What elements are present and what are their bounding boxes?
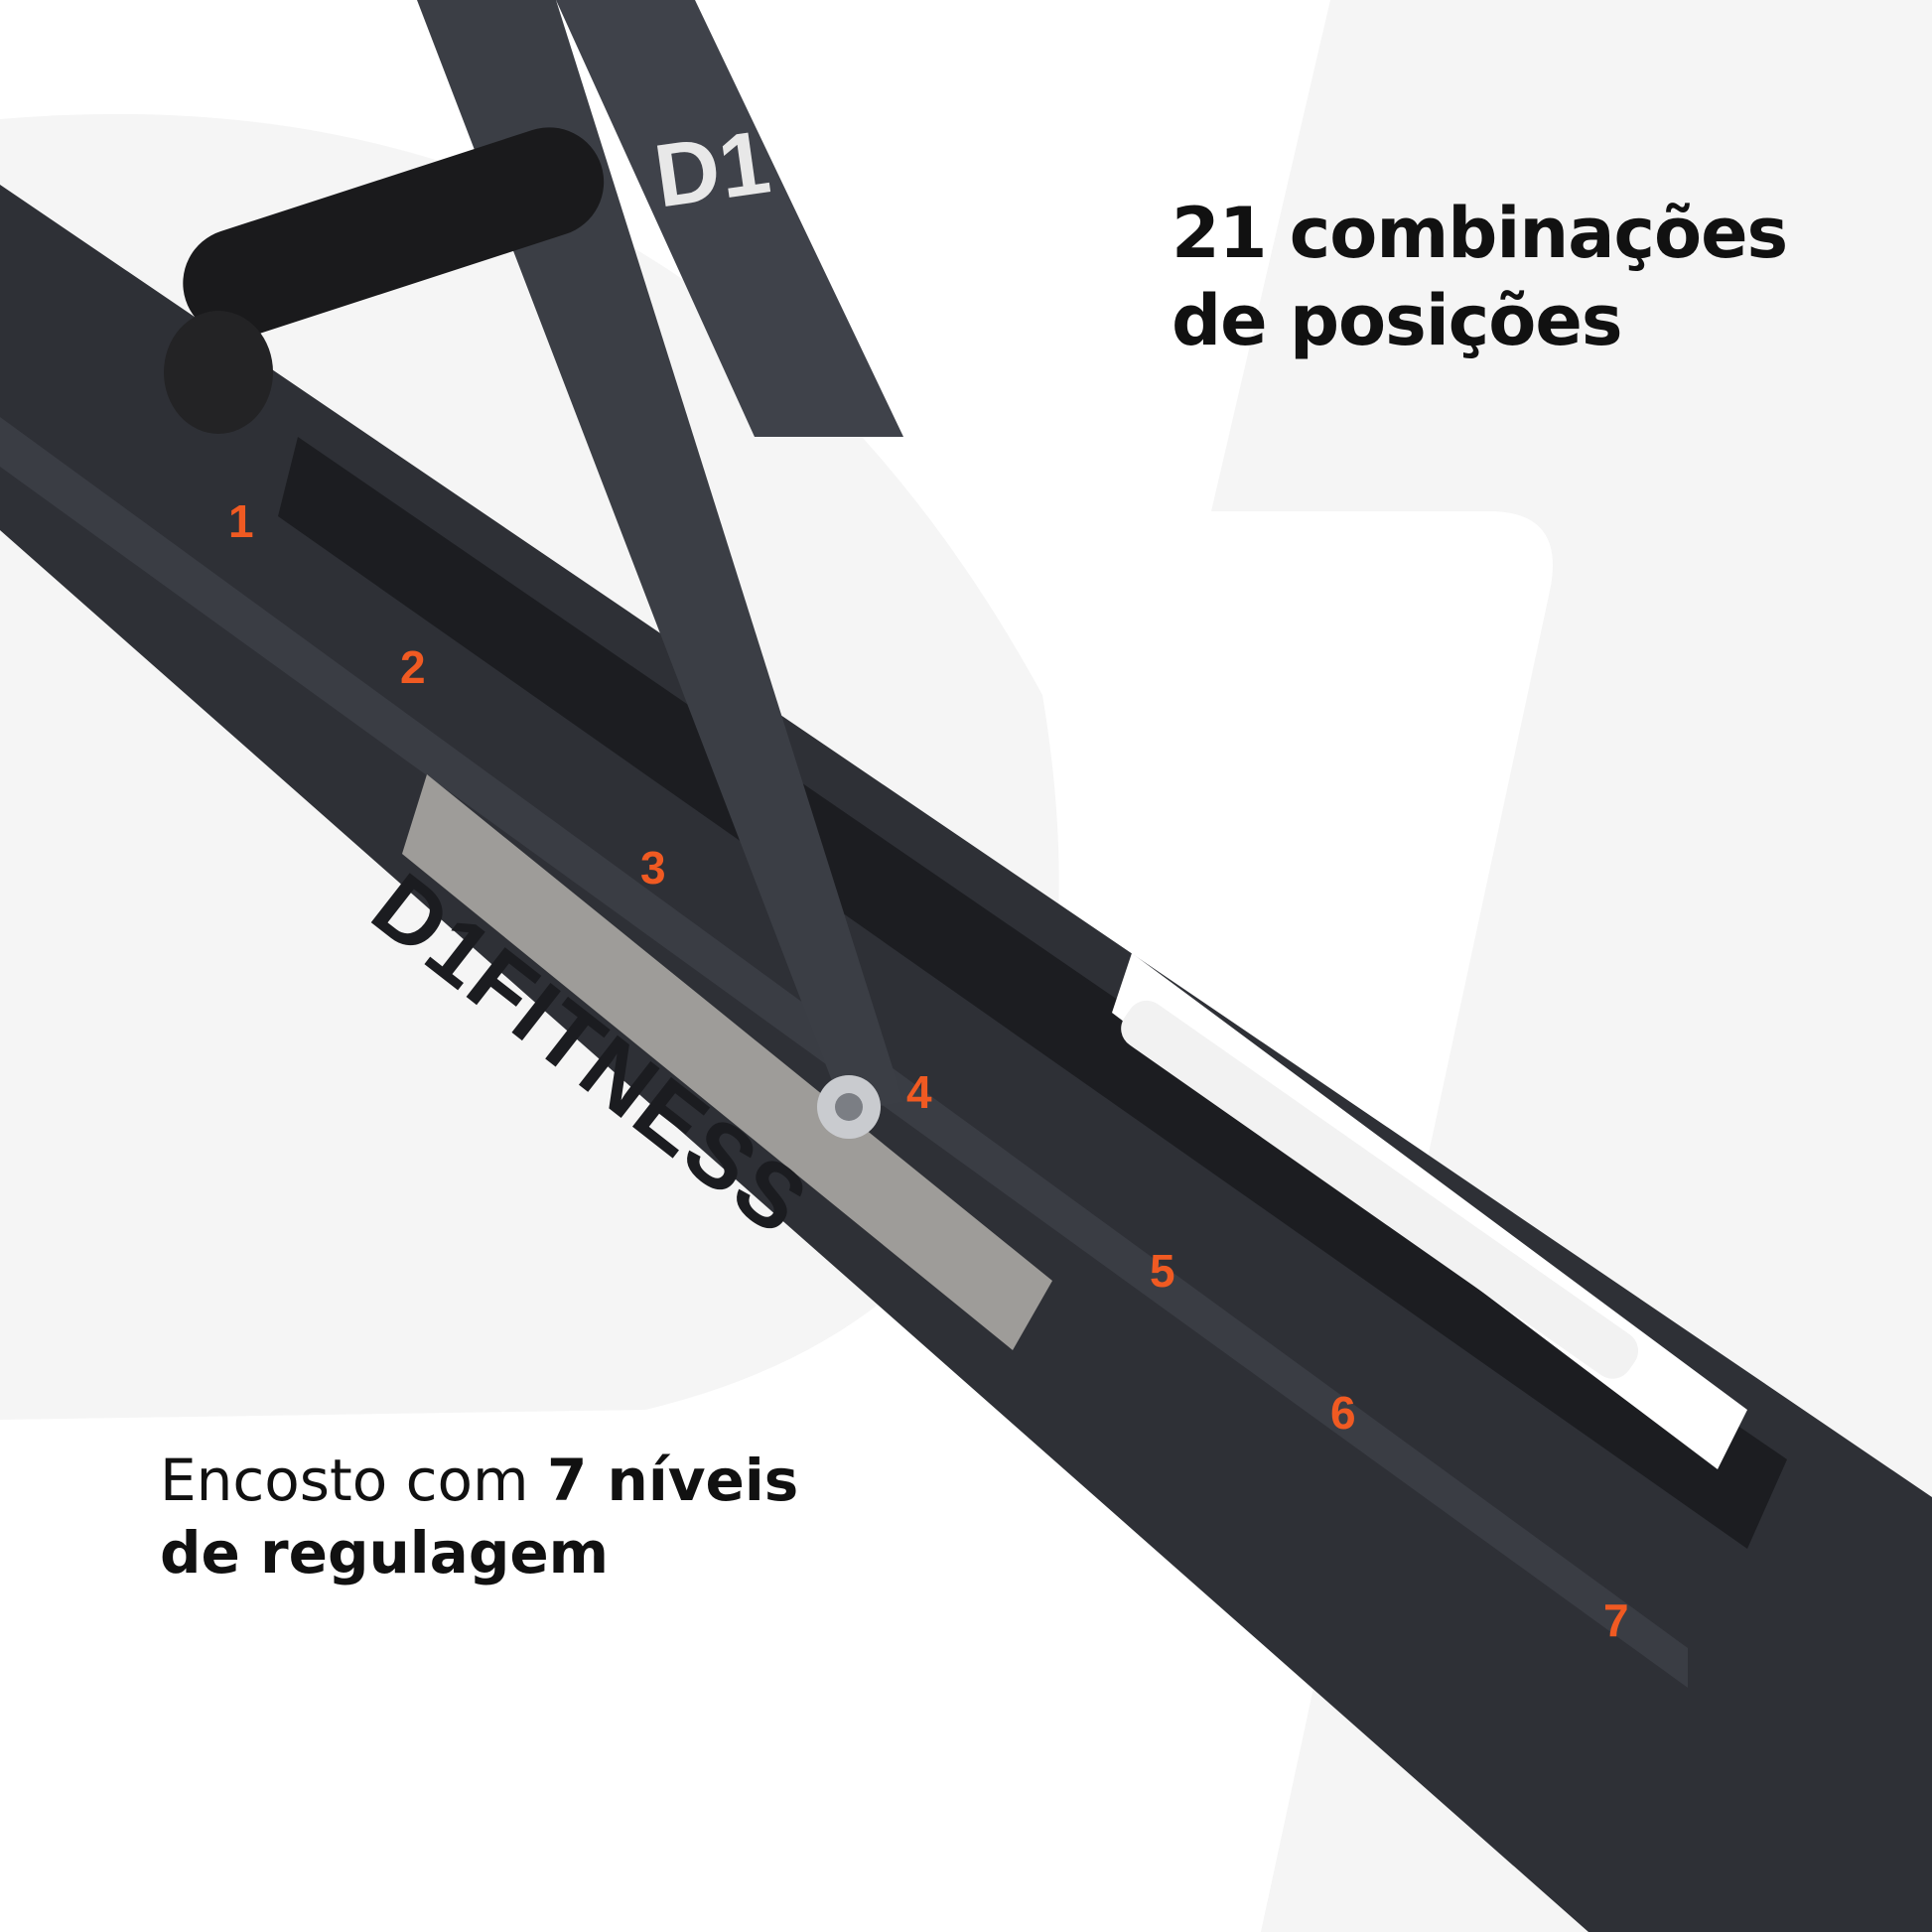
headline-line-2: de posições [1172, 279, 1623, 361]
position-label-4: 4 [906, 1066, 932, 1118]
bolt-nut [817, 1075, 881, 1139]
position-label-3: 3 [640, 842, 666, 894]
roller-handle [164, 127, 605, 434]
caption-prefix: Encosto com [160, 1447, 547, 1514]
arm-logo: D1 [648, 112, 776, 227]
feature-caption: Encosto com 7 níveis de regulagem [160, 1445, 798, 1588]
caption-line-2: de regulagem [160, 1518, 610, 1587]
headline-line-1: 21 combinações [1172, 193, 1788, 274]
caption-levels: 7 níveis [546, 1447, 799, 1514]
position-label-6: 6 [1330, 1387, 1356, 1439]
position-label-5: 5 [1150, 1245, 1175, 1297]
position-label-2: 2 [400, 641, 426, 693]
backrest-arm [417, 0, 903, 1112]
position-label-1: 1 [228, 495, 254, 547]
position-label-7: 7 [1603, 1594, 1629, 1646]
headline: 21 combinações de posições [1172, 191, 1788, 364]
logo-plate [402, 774, 1052, 1350]
